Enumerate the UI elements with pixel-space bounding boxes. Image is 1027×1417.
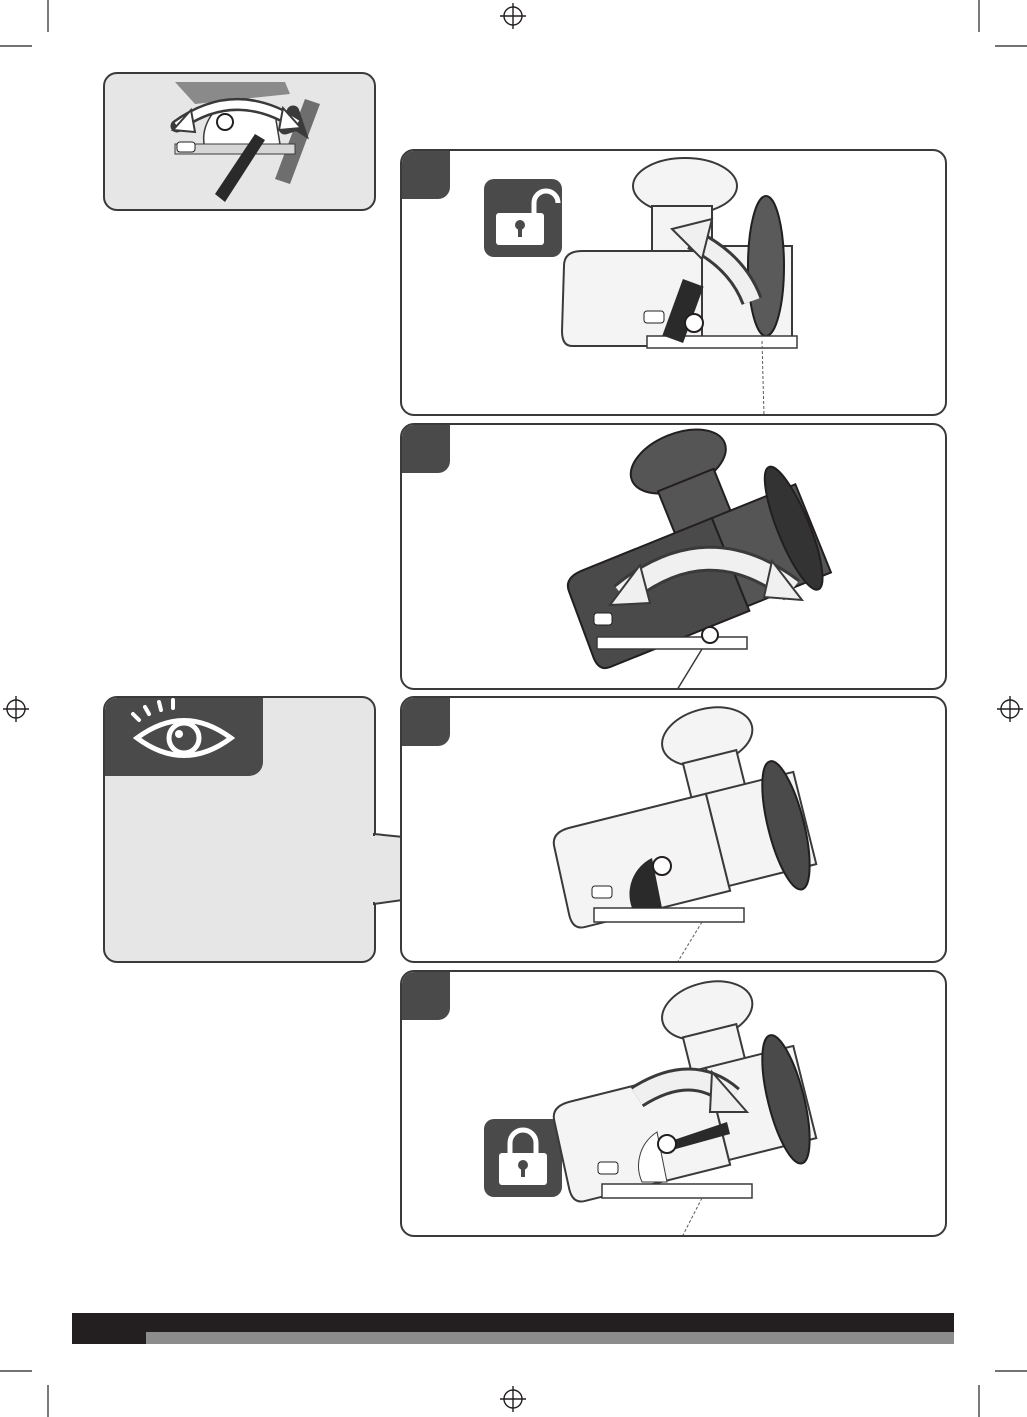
saw-side-view-unlock bbox=[552, 151, 947, 416]
bevel-adjust-illustration bbox=[105, 74, 374, 209]
step-badge bbox=[402, 425, 450, 473]
footer-bar bbox=[72, 1313, 954, 1332]
step-3-panel bbox=[400, 696, 947, 963]
step-4-panel bbox=[400, 970, 947, 1237]
registration-mark-right bbox=[997, 696, 1023, 722]
step-badge bbox=[402, 698, 450, 746]
eye-icon bbox=[105, 698, 263, 776]
step-2-panel bbox=[400, 423, 947, 690]
registration-mark-bottom bbox=[500, 1386, 526, 1412]
saw-tilt-dark bbox=[532, 425, 947, 690]
step-badge bbox=[402, 972, 450, 1020]
step-badge bbox=[402, 151, 450, 199]
unlock-icon bbox=[484, 179, 562, 257]
callout-panel bbox=[103, 696, 376, 963]
registration-mark-top bbox=[500, 3, 526, 29]
saw-bevel-scale-view bbox=[532, 698, 947, 963]
footer-page-block bbox=[72, 1332, 146, 1344]
step-1-panel bbox=[400, 149, 947, 416]
detail-panel bbox=[103, 72, 376, 211]
saw-tilt-lock bbox=[532, 972, 947, 1237]
registration-mark-left bbox=[3, 696, 29, 722]
footer-grey-bar bbox=[146, 1332, 954, 1344]
